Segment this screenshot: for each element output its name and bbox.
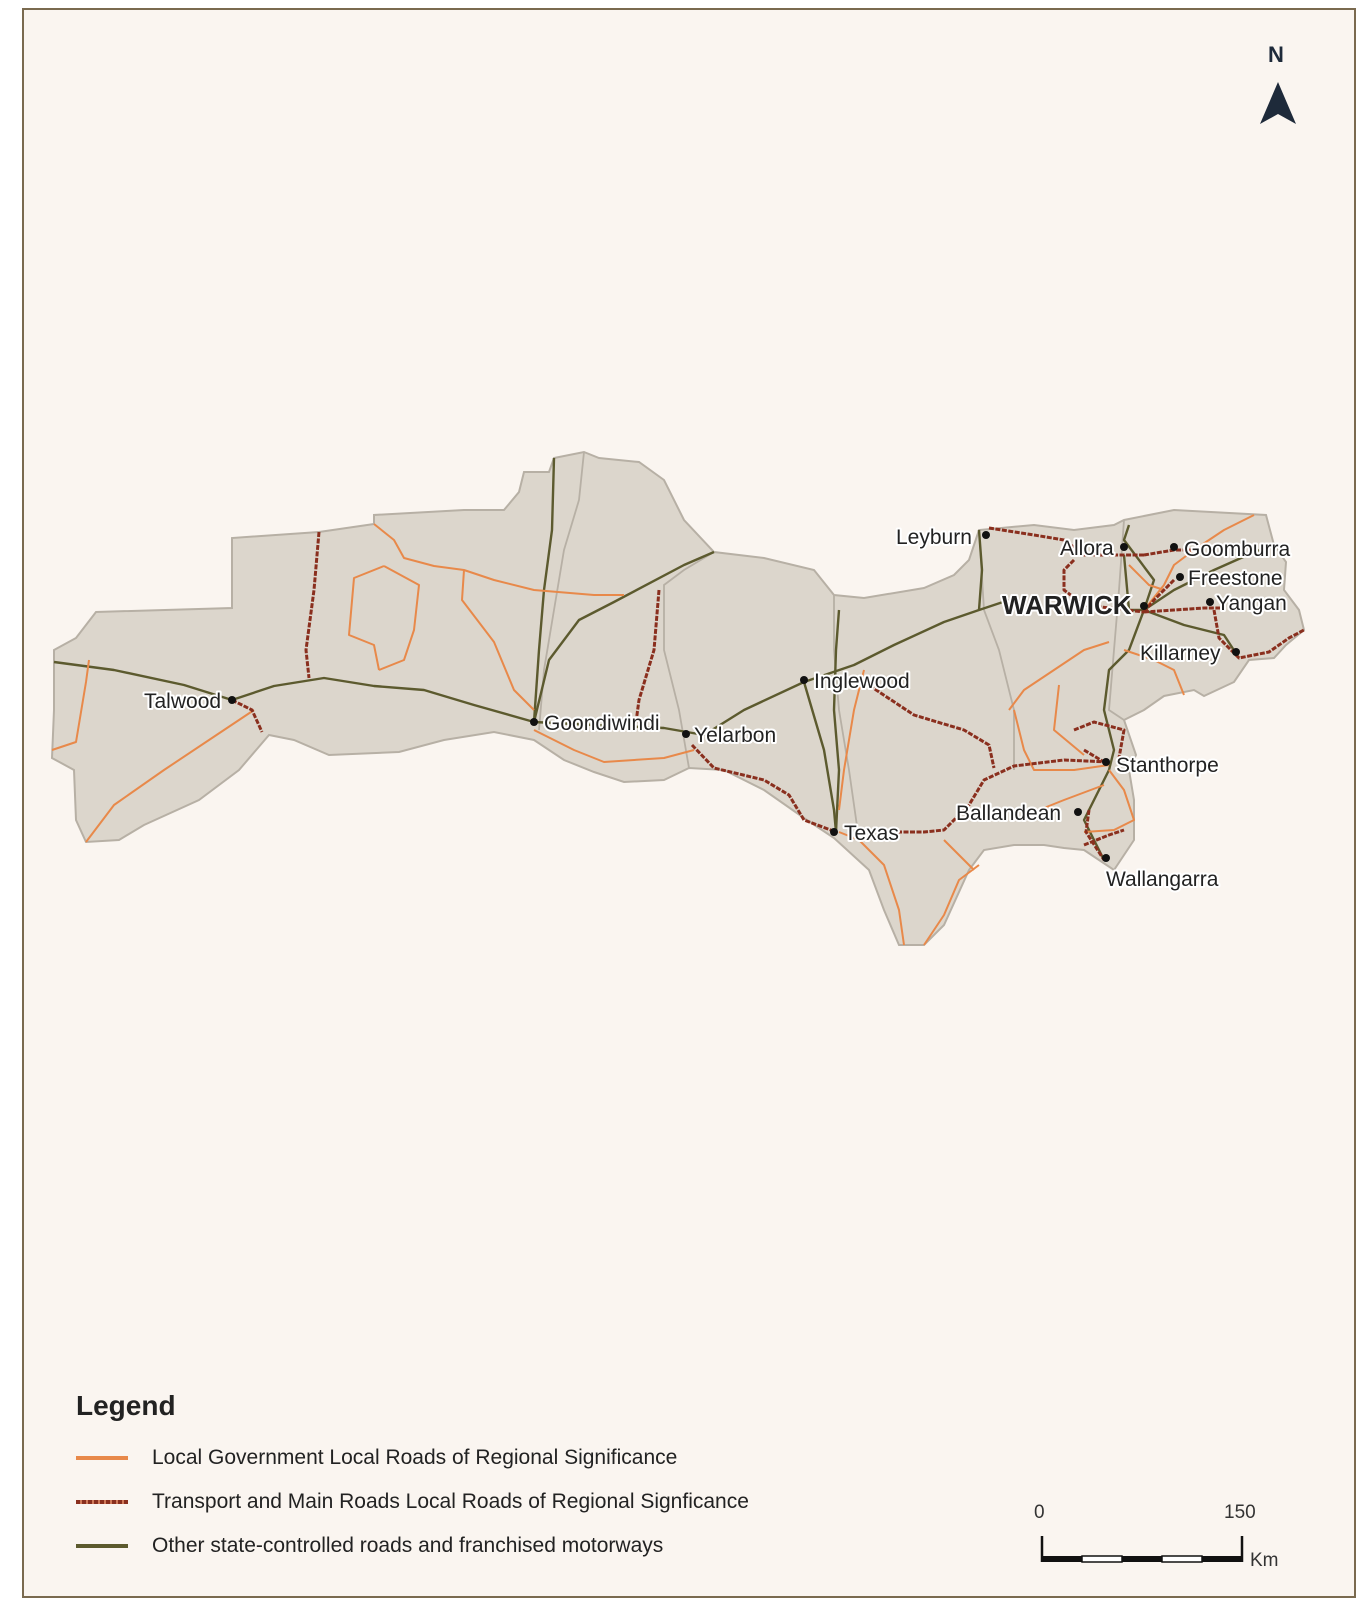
map-frame: Talwood Goondiwindi Yelarbon Inglewood T…	[22, 8, 1356, 1598]
legend-swatch-tmr	[76, 1500, 128, 1504]
map-canvas: Talwood Goondiwindi Yelarbon Inglewood T…	[50, 42, 1306, 1571]
town-dot-inglewood	[800, 676, 808, 684]
town-label-yelarbon: Yelarbon	[694, 724, 776, 747]
town-dot-wallangarra	[1102, 854, 1110, 862]
legend-swatch-local-government	[76, 1456, 128, 1460]
town-label-texas: Texas	[844, 822, 899, 845]
legend-title: Legend	[76, 1390, 176, 1421]
town-dot-yangan	[1206, 598, 1214, 606]
town-dot-goondiwindi	[530, 718, 538, 726]
north-arrow: N	[1260, 42, 1296, 124]
town-label-talwood: Talwood	[144, 690, 221, 713]
legend-item-tmr: Transport and Main Roads Local Roads of …	[76, 1480, 749, 1524]
north-arrow-letter: N	[1268, 42, 1284, 67]
town-label-ballandean: Ballandean	[956, 802, 1061, 825]
north-arrow-icon	[1260, 82, 1296, 124]
region-outline	[50, 450, 1306, 946]
legend-item-state-controlled: Other state-controlled roads and franchi…	[76, 1524, 749, 1568]
legend: Legend Local Government Local Roads of R…	[76, 1390, 749, 1568]
town-label-killarney: Killarney	[1140, 642, 1221, 665]
town-label-goondiwindi: Goondiwindi	[544, 712, 660, 735]
scale-bar-segment-4	[1161, 1555, 1203, 1563]
town-dot-warwick	[1140, 602, 1148, 610]
scale-bar-segment-2	[1081, 1555, 1123, 1563]
town-dot-texas	[830, 828, 838, 836]
town-dot-talwood	[228, 696, 236, 704]
scale-bar-segment-3	[1122, 1556, 1162, 1562]
scale-bar: 0 150 Km	[1034, 1502, 1279, 1571]
legend-item-local-government: Local Government Local Roads of Regional…	[76, 1436, 749, 1480]
town-label-yangan: Yangan	[1216, 592, 1287, 615]
town-dot-leyburn	[982, 531, 990, 539]
scale-start-label: 0	[1034, 1502, 1045, 1523]
town-label-wallangarra: Wallangarra	[1106, 868, 1219, 891]
town-dot-stanthorpe	[1102, 758, 1110, 766]
town-label-freestone: Freestone	[1188, 567, 1283, 590]
town-dot-allora	[1120, 543, 1128, 551]
legend-label-state-controlled: Other state-controlled roads and franchi…	[152, 1534, 664, 1557]
town-dot-goomburra	[1170, 543, 1178, 551]
scale-bar-segment-5	[1202, 1556, 1242, 1562]
town-label-warwick: WARWICK	[1002, 590, 1132, 620]
scale-bar-segment-1	[1042, 1556, 1082, 1562]
town-dot-freestone	[1176, 573, 1184, 581]
town-dot-ballandean	[1074, 808, 1082, 816]
scale-end-label: 150	[1224, 1502, 1256, 1523]
town-dot-yelarbon	[682, 730, 690, 738]
town-label-inglewood: Inglewood	[814, 670, 910, 693]
town-markers: Talwood Goondiwindi Yelarbon Inglewood T…	[142, 524, 1293, 893]
town-label-allora: Allora	[1060, 537, 1114, 560]
town-label-stanthorpe: Stanthorpe	[1116, 754, 1219, 777]
legend-label-tmr: Transport and Main Roads Local Roads of …	[152, 1490, 749, 1513]
legend-label-local-government: Local Government Local Roads of Regional…	[152, 1446, 678, 1469]
local-government-roads	[51, 514, 1255, 946]
town-label-leyburn: Leyburn	[896, 526, 972, 549]
town-label-goomburra: Goomburra	[1184, 538, 1291, 561]
tmr-roads	[231, 526, 1305, 861]
town-dot-killarney	[1232, 648, 1240, 656]
legend-swatch-state-controlled	[76, 1544, 128, 1548]
scale-unit-label: Km	[1250, 1550, 1279, 1571]
